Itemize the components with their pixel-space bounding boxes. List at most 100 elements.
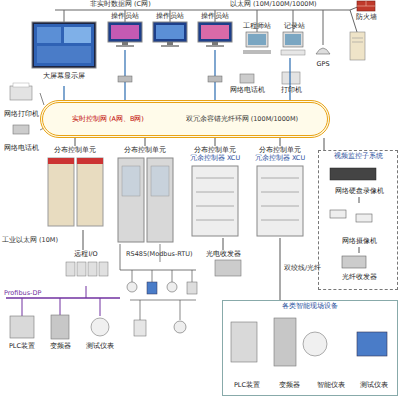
screen-node: 大屏幕显示屏	[28, 20, 100, 86]
large-screen	[32, 22, 96, 68]
server-slot	[352, 42, 363, 43]
monitor-stand	[167, 42, 173, 45]
network-switch	[208, 76, 222, 82]
connector-line	[223, 238, 224, 250]
transmitter	[167, 282, 177, 292]
device-node: 测试仪表	[80, 312, 120, 354]
inverter	[274, 318, 296, 366]
wire	[40, 93, 44, 105]
wire	[132, 270, 133, 282]
remote-io	[6, 262, 120, 339]
monitor	[198, 22, 232, 42]
screen-tile	[37, 27, 61, 43]
annotation-label: Profibus-DP	[4, 289, 41, 297]
connector-line	[75, 138, 76, 146]
wire	[323, 10, 324, 45]
module-rack	[122, 166, 140, 196]
device-node: 网络摄像机	[323, 203, 395, 247]
wire	[60, 298, 61, 316]
wire	[172, 270, 173, 282]
monitor-base	[206, 45, 224, 47]
video-devices	[330, 168, 376, 268]
node-text: PLC装置	[227, 381, 267, 389]
meter	[91, 318, 109, 336]
device-node: PLC装置	[227, 315, 267, 393]
gps-node: GPS	[311, 44, 335, 70]
node-text: 远程I/O	[60, 250, 112, 258]
ethernet-bus	[55, 6, 360, 45]
video-recorder	[330, 168, 376, 180]
node-text: 实时控制网 (A网、B网)	[72, 115, 144, 123]
firewall-node: 防火墙	[346, 0, 386, 24]
monitor-screen	[201, 25, 229, 39]
station-node: 操作员站	[148, 12, 192, 50]
connector-line	[215, 138, 216, 146]
connector-line	[359, 197, 360, 203]
device-node: 网络硬盘录像机	[323, 165, 395, 197]
wire	[100, 298, 101, 316]
control-unit: 分布控制单元冗余控制器 XCU	[184, 146, 246, 238]
device-node: 智能仪表	[311, 315, 351, 393]
station-node: 工程师站	[238, 22, 276, 66]
device-node: PLC装置	[4, 312, 40, 354]
device-node: 变频器	[42, 312, 78, 354]
node-text: 分布控制单元	[44, 146, 106, 154]
cabinet	[257, 166, 303, 236]
wire	[289, 58, 290, 102]
module-row	[196, 192, 234, 193]
monitor	[153, 22, 187, 42]
firewall-brick	[357, 1, 375, 11]
cabinet-strip	[77, 158, 103, 164]
device-node: 测试仪表	[353, 315, 395, 393]
cabinet	[48, 158, 74, 226]
node-text: 冗余控制器 XCU	[250, 154, 310, 162]
annotation-label: 非实时数据网 (C网)	[90, 0, 151, 8]
transmitter	[147, 282, 157, 294]
printer	[282, 72, 300, 84]
wire	[86, 286, 87, 298]
gauge	[174, 321, 186, 333]
node-text: 光纤收发器	[323, 273, 395, 281]
connector-line	[280, 138, 281, 146]
module-row	[261, 206, 299, 207]
screen-tile	[37, 46, 91, 63]
recorder	[281, 50, 305, 55]
plc-device	[10, 316, 34, 338]
node-text: GPS	[311, 60, 335, 68]
server	[350, 32, 365, 60]
connector-line	[359, 247, 360, 253]
node-text: 大屏幕显示屏	[28, 72, 100, 80]
keyboard	[243, 50, 271, 54]
node-text: 光电收发器	[200, 250, 246, 258]
wire	[192, 270, 193, 282]
module-rack	[151, 166, 169, 196]
monitor-base	[161, 45, 179, 47]
node-text: 智能仪表	[311, 381, 351, 389]
network-switch	[118, 76, 132, 82]
screen-display	[34, 24, 94, 66]
node-text: 防火墙	[346, 13, 386, 21]
wire	[140, 300, 141, 320]
node-text: 工程师站	[238, 22, 276, 30]
phone	[240, 74, 254, 83]
node-text: 网络硬盘录像机	[323, 187, 395, 195]
camera	[356, 214, 372, 222]
io-module	[99, 262, 108, 276]
node-text: 双冗余容错光纤环网 (100M/1000M)	[186, 115, 299, 123]
device-node: 变频器	[269, 315, 309, 393]
wire	[120, 244, 121, 270]
cabinet-strip	[48, 158, 74, 164]
io-module	[66, 262, 75, 276]
pc-screen	[248, 34, 266, 45]
station-node: 操作员站	[103, 12, 147, 50]
device-node: 光纤收发器	[323, 253, 395, 283]
annotation-label: 以太网 (10M/100M/1000M)	[230, 0, 317, 8]
annotation-label: 工业以太网 (10M)	[2, 236, 58, 244]
subsystem-box: 视频监控子系统网络硬盘录像机网络摄像机光纤收发器	[318, 150, 398, 290]
node-text: 测试仪表	[80, 342, 120, 350]
valve	[134, 320, 146, 336]
screen-tile	[64, 27, 91, 43]
node-text: 分布控制单元	[114, 146, 176, 154]
monitor	[108, 22, 142, 42]
